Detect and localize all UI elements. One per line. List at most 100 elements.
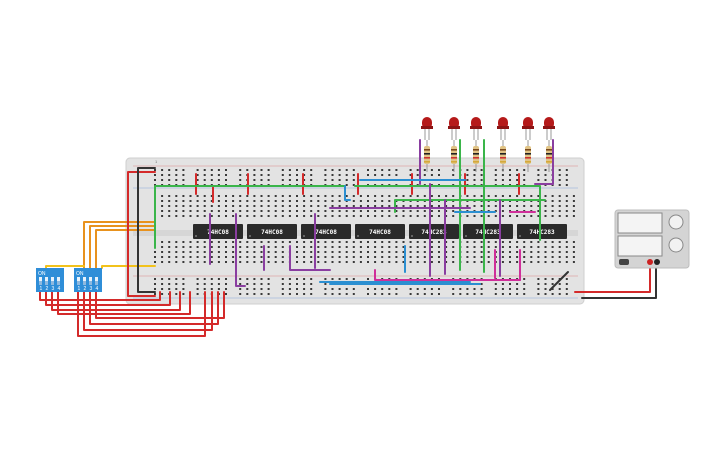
breadboard-hole[interactable] [551, 283, 554, 285]
breadboard-hole[interactable] [196, 174, 199, 176]
breadboard-hole[interactable] [232, 246, 235, 248]
breadboard-hole[interactable] [537, 246, 540, 248]
breadboard-hole[interactable] [558, 246, 561, 248]
breadboard-hole[interactable] [509, 246, 511, 248]
breadboard-hole[interactable] [544, 210, 547, 212]
breadboard-hole[interactable] [267, 246, 270, 248]
breadboard-hole[interactable] [296, 174, 298, 176]
breadboard-hole[interactable] [267, 174, 270, 176]
breadboard-hole[interactable] [253, 251, 256, 253]
breadboard-hole[interactable] [203, 210, 206, 212]
breadboard-hole[interactable] [374, 261, 377, 263]
breadboard-hole[interactable] [189, 200, 192, 202]
breadboard-hole[interactable] [523, 195, 526, 197]
breadboard-hole[interactable] [423, 256, 426, 258]
breadboard-hole[interactable] [395, 241, 398, 243]
breadboard-hole[interactable] [260, 210, 263, 212]
breadboard-hole[interactable] [452, 169, 455, 171]
breadboard-hole[interactable] [430, 251, 433, 253]
breadboard-hole[interactable] [168, 195, 171, 197]
led[interactable] [497, 117, 509, 140]
breadboard-hole[interactable] [345, 251, 348, 253]
breadboard-hole[interactable] [409, 205, 412, 207]
breadboard-hole[interactable] [430, 215, 433, 217]
breadboard-hole[interactable] [523, 288, 526, 290]
breadboard-hole[interactable] [168, 246, 171, 248]
breadboard-hole[interactable] [225, 278, 227, 280]
breadboard-hole[interactable] [367, 200, 369, 202]
breadboard-hole[interactable] [210, 261, 213, 263]
breadboard-hole[interactable] [381, 261, 384, 263]
breadboard-hole[interactable] [494, 179, 497, 181]
breadboard-hole[interactable] [537, 293, 540, 295]
breadboard-hole[interactable] [217, 200, 220, 202]
breadboard-hole[interactable] [338, 288, 341, 290]
breadboard-hole[interactable] [374, 210, 377, 212]
breadboard-hole[interactable] [480, 288, 483, 290]
breadboard-hole[interactable] [154, 293, 156, 295]
breadboard-hole[interactable] [501, 174, 504, 176]
breadboard-hole[interactable] [551, 261, 554, 263]
breadboard-hole[interactable] [445, 246, 448, 248]
breadboard-hole[interactable] [445, 210, 448, 212]
breadboard-hole[interactable] [338, 246, 341, 248]
breadboard-hole[interactable] [409, 210, 412, 212]
breadboard-hole[interactable] [182, 210, 185, 212]
breadboard-hole[interactable] [388, 200, 391, 202]
breadboard-hole[interactable] [196, 283, 199, 285]
breadboard-hole[interactable] [523, 174, 526, 176]
breadboard-hole[interactable] [374, 251, 377, 253]
breadboard-hole[interactable] [324, 261, 327, 263]
breadboard-hole[interactable] [359, 215, 362, 217]
breadboard-hole[interactable] [210, 205, 213, 207]
breadboard-hole[interactable] [352, 169, 355, 171]
breadboard-hole[interactable] [331, 205, 334, 207]
breadboard-hole[interactable] [423, 195, 426, 197]
breadboard-hole[interactable] [225, 293, 227, 295]
breadboard-hole[interactable] [523, 215, 526, 217]
breadboard-hole[interactable] [203, 246, 206, 248]
breadboard-hole[interactable] [395, 195, 398, 197]
breadboard-hole[interactable] [480, 205, 483, 207]
breadboard-hole[interactable] [161, 256, 164, 258]
breadboard-hole[interactable] [189, 251, 192, 253]
breadboard-hole[interactable] [161, 241, 164, 243]
breadboard-hole[interactable] [310, 293, 313, 295]
ic-chip[interactable]: 74HC08 [301, 224, 351, 239]
breadboard-hole[interactable] [494, 195, 497, 197]
breadboard-hole[interactable] [388, 288, 391, 290]
breadboard-hole[interactable] [352, 288, 355, 290]
breadboard-hole[interactable] [210, 278, 213, 280]
breadboard-hole[interactable] [395, 261, 398, 263]
breadboard-hole[interactable] [381, 241, 384, 243]
breadboard-hole[interactable] [232, 251, 235, 253]
ic-chip[interactable]: 74HC283 [517, 224, 567, 239]
breadboard-hole[interactable] [182, 283, 185, 285]
breadboard-hole[interactable] [395, 215, 398, 217]
resistor[interactable] [546, 140, 552, 172]
breadboard-hole[interactable] [487, 205, 490, 207]
breadboard-hole[interactable] [466, 288, 469, 290]
breadboard-hole[interactable] [225, 256, 227, 258]
breadboard-hole[interactable] [345, 174, 348, 176]
breadboard-hole[interactable] [253, 205, 256, 207]
breadboard-hole[interactable] [523, 256, 526, 258]
breadboard-hole[interactable] [466, 293, 469, 295]
breadboard-hole[interactable] [565, 241, 568, 243]
breadboard-hole[interactable] [203, 261, 206, 263]
breadboard-hole[interactable] [544, 241, 547, 243]
led[interactable] [543, 117, 555, 140]
breadboard-hole[interactable] [558, 210, 561, 212]
breadboard-hole[interactable] [267, 215, 270, 217]
breadboard-hole[interactable] [253, 246, 256, 248]
breadboard-hole[interactable] [565, 278, 568, 280]
breadboard-hole[interactable] [267, 293, 270, 295]
breadboard-hole[interactable] [572, 215, 575, 217]
breadboard-hole[interactable] [516, 261, 519, 263]
breadboard-hole[interactable] [210, 256, 213, 258]
breadboard-hole[interactable] [203, 241, 206, 243]
breadboard-hole[interactable] [260, 288, 263, 290]
breadboard-hole[interactable] [239, 179, 242, 181]
breadboard-hole[interactable] [182, 205, 185, 207]
breadboard-hole[interactable] [338, 241, 341, 243]
